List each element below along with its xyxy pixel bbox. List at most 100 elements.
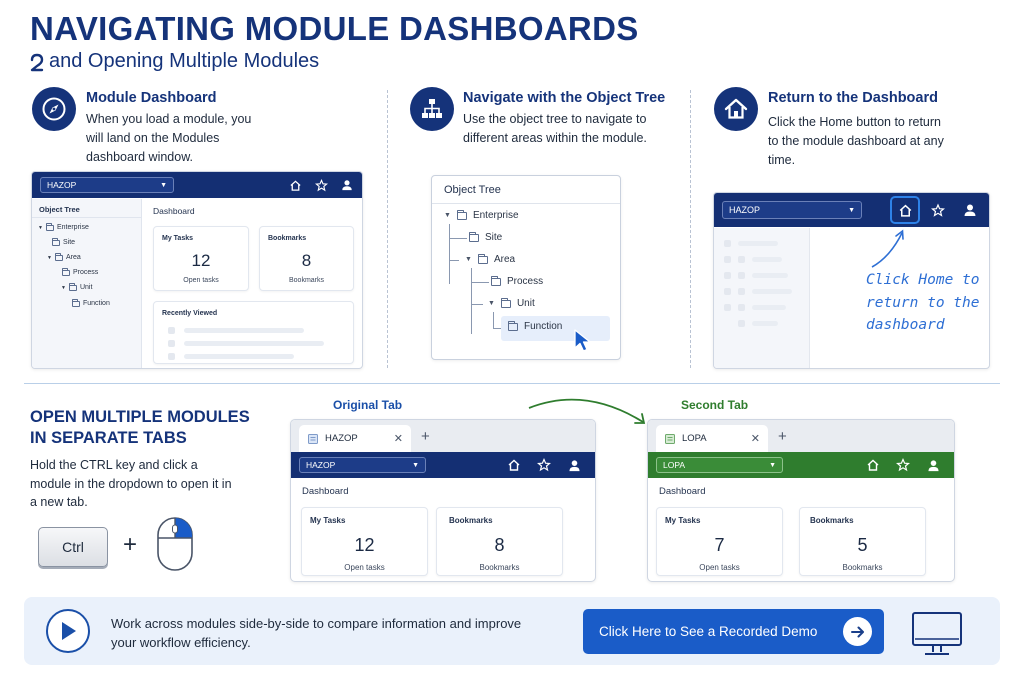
step-heading-return-dashboard: Return to the Dashboard bbox=[768, 90, 938, 106]
new-tab-icon[interactable]: + bbox=[421, 428, 430, 445]
folder-icon bbox=[54, 252, 63, 261]
folder-icon bbox=[52, 237, 60, 246]
card-value: 12 bbox=[191, 251, 211, 270]
tree-item-enterprise[interactable]: ▼Enterprise bbox=[38, 222, 89, 231]
tab-hazop[interactable]: HAZOP ✕ bbox=[299, 425, 411, 452]
card-caption: Open tasks bbox=[183, 277, 219, 284]
close-icon[interactable]: ✕ bbox=[750, 433, 760, 445]
annotation-line: dashboard bbox=[866, 317, 945, 333]
tree-item-unit[interactable]: ▼Unit bbox=[61, 282, 93, 291]
card-title: My Tasks bbox=[162, 235, 193, 242]
module-dropdown-value: HAZOP bbox=[47, 180, 77, 190]
chevron-down-icon: ▼ bbox=[412, 461, 419, 469]
tree-item-label: Enterprise bbox=[472, 210, 519, 221]
tree-item-unit[interactable]: ▼Unit bbox=[488, 297, 535, 309]
tab-lopa[interactable]: LOPA ✕ bbox=[656, 425, 768, 452]
tree-item-site[interactable]: Site bbox=[469, 231, 502, 243]
tree-item-area[interactable]: ▼Area bbox=[47, 252, 81, 261]
step-description-module-dashboard: When you load a module, you will land on… bbox=[86, 112, 252, 164]
tab-name: LOPA bbox=[682, 433, 707, 444]
recently-viewed-card: Recently Viewed bbox=[153, 301, 354, 364]
recorded-demo-button[interactable]: Click Here to See a Recorded Demo bbox=[583, 609, 884, 654]
monitor-icon bbox=[911, 611, 963, 662]
user-icon[interactable] bbox=[567, 458, 581, 472]
close-icon[interactable]: ✕ bbox=[393, 433, 403, 445]
user-icon[interactable] bbox=[926, 458, 940, 472]
module-topbar: LOPA▼ bbox=[648, 452, 954, 478]
module-dropdown[interactable]: HAZOP ▼ bbox=[40, 177, 174, 193]
home-icon[interactable] bbox=[288, 178, 302, 192]
tree-item-enterprise[interactable]: ▼Enterprise bbox=[444, 209, 519, 221]
home-icon bbox=[899, 204, 911, 217]
my-tasks-card[interactable]: My Tasks 12 Open tasks bbox=[153, 226, 249, 291]
tab-name: HAZOP bbox=[325, 433, 358, 444]
home-annotation: Click Home to return to the dashboard bbox=[866, 269, 980, 337]
annotation-line: Click Home to bbox=[866, 272, 980, 288]
tree-item-site[interactable]: Site bbox=[52, 237, 76, 246]
tree-item-label: Area bbox=[65, 254, 81, 261]
dashboard-preview: HAZOP▼ Object Tree ▼Enterprise Site ▼Are… bbox=[31, 171, 363, 369]
star-icon[interactable] bbox=[537, 458, 551, 472]
card-title: Bookmarks bbox=[449, 516, 493, 525]
object-tree-title: Object Tree bbox=[444, 184, 501, 196]
module-dropdown[interactable]: HAZOP▼ bbox=[722, 201, 862, 219]
home-icon bbox=[714, 87, 758, 131]
card-caption: Bookmarks bbox=[842, 563, 883, 572]
star-icon[interactable] bbox=[314, 178, 328, 192]
page-title: NAVIGATING MODULE DASHBOARDS bbox=[30, 10, 639, 47]
module-topbar: HAZOP ▼ bbox=[291, 452, 595, 478]
card-value: 8 bbox=[494, 535, 505, 555]
card-value: 5 bbox=[857, 535, 868, 555]
cursor-icon bbox=[573, 328, 595, 359]
step-description-object-tree: Use the object tree to navigate to diffe… bbox=[463, 112, 647, 145]
tree-item-label: Function bbox=[83, 300, 110, 307]
module-dropdown[interactable]: HAZOP ▼ bbox=[299, 457, 426, 473]
tree-item-process[interactable]: Process bbox=[62, 267, 98, 276]
star-icon[interactable] bbox=[931, 202, 945, 217]
open-multiple-description: Hold the CTRL key and click a module in … bbox=[30, 458, 232, 509]
module-dropdown-value: LOPA bbox=[663, 460, 686, 470]
tree-item-label: Site bbox=[63, 239, 76, 246]
open-multiple-title: OPEN MULTIPLE MODULES IN SEPARATE TABS bbox=[30, 408, 250, 447]
bookmarks-card[interactable]: Bookmarks 8 Bookmarks bbox=[259, 226, 354, 291]
arrow-right-icon bbox=[843, 617, 872, 646]
tree-item-process[interactable]: Process bbox=[491, 275, 544, 287]
folder-icon bbox=[62, 267, 70, 276]
step-description-return-dashboard: Click the Home button to return to the m… bbox=[768, 115, 944, 167]
banner-text: Work across modules side-by-side to comp… bbox=[111, 616, 522, 650]
folder-icon bbox=[469, 231, 479, 242]
tree-item-function-highlight[interactable] bbox=[501, 316, 610, 341]
play-icon[interactable] bbox=[46, 609, 90, 653]
user-icon[interactable] bbox=[340, 178, 354, 192]
chevron-down-icon: ▼ bbox=[848, 206, 855, 214]
tree-item-label: Process bbox=[507, 276, 544, 287]
column-divider bbox=[387, 90, 388, 368]
folder-icon bbox=[500, 297, 511, 308]
tree-item-function[interactable]: Function bbox=[508, 320, 562, 332]
card-caption: Bookmarks bbox=[288, 277, 324, 284]
card-caption: Bookmarks bbox=[479, 563, 520, 572]
step-heading-object-tree: Navigate with the Object Tree bbox=[463, 90, 666, 106]
tree-pane-placeholder bbox=[714, 228, 810, 368]
home-icon[interactable] bbox=[866, 458, 880, 472]
my-tasks-card[interactable]: My Tasks 12 Open tasks bbox=[301, 507, 428, 576]
demo-button-label: Click Here to See a Recorded Demo bbox=[599, 624, 818, 639]
tree-item-function[interactable]: Function bbox=[72, 298, 110, 307]
user-icon[interactable] bbox=[963, 203, 977, 217]
module-dropdown-value: HAZOP bbox=[306, 460, 336, 470]
card-title: My Tasks bbox=[665, 516, 701, 525]
module-topbar: HAZOP▼ bbox=[714, 193, 989, 227]
chevron-down-icon: ▼ bbox=[160, 181, 167, 189]
second-tab-label: Second Tab bbox=[681, 398, 749, 412]
new-tab-icon[interactable]: + bbox=[778, 428, 787, 445]
browser-second-tab: LOPA ✕ + LOPA▼ Dashboard My Tasks 7 Open… bbox=[647, 419, 955, 582]
home-icon[interactable] bbox=[507, 458, 521, 472]
bookmarks-card[interactable]: Bookmarks 8 Bookmarks bbox=[436, 507, 563, 576]
tree-item-area[interactable]: ▼Area bbox=[465, 253, 516, 265]
bookmarks-card[interactable]: Bookmarks 5 Bookmarks bbox=[799, 507, 926, 576]
module-dropdown[interactable]: LOPA▼ bbox=[656, 457, 783, 473]
my-tasks-card[interactable]: My Tasks 7 Open tasks bbox=[656, 507, 783, 576]
star-icon[interactable] bbox=[896, 458, 910, 472]
home-button[interactable] bbox=[890, 196, 920, 224]
folder-icon bbox=[491, 275, 501, 286]
